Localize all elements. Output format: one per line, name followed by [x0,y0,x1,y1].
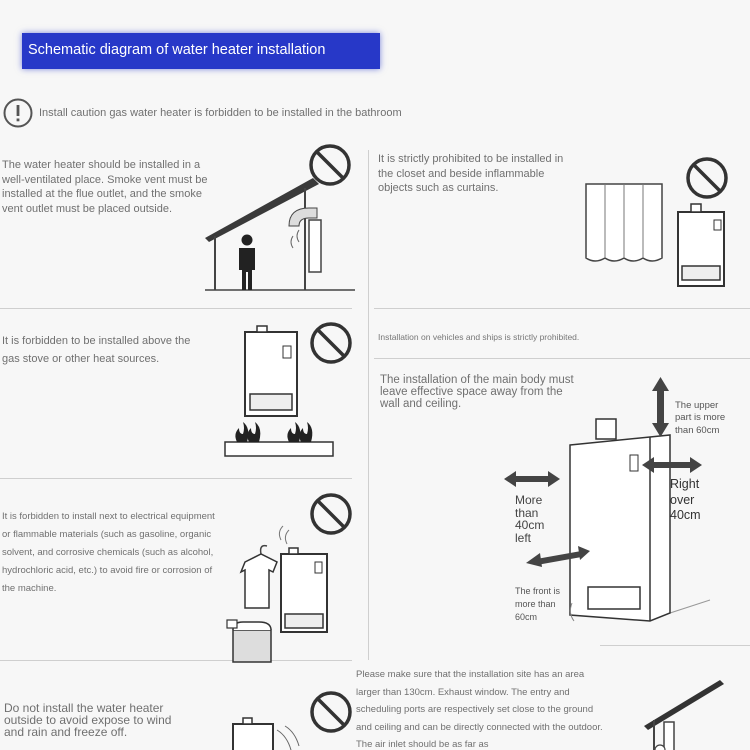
row-divider [374,358,750,359]
stove-text: It is forbidden to be installed above th… [2,335,191,366]
electrical-text: It is forbidden to install next to elect… [2,511,215,595]
exclamation-icon [3,98,33,128]
row-divider [0,308,352,309]
outdoor-text: Do not install the water heater outside … [4,701,172,739]
prohibited-icon [309,144,351,186]
prohibited-icon [686,157,728,199]
space-text: The installation of the main body must l… [380,374,574,411]
page-title: Schematic diagram of water heater instal… [22,33,380,69]
stove-illustration [224,322,352,457]
prohibited-icon [310,322,352,364]
clearance-right-label: Right over 40cm [670,477,701,523]
caution-text: Install caution gas water heater is forb… [39,107,402,119]
electrical-hazard-illustration [226,493,352,663]
caution-row: Install caution gas water heater is forb… [2,97,562,129]
column-divider [368,150,369,660]
outdoor-illustration [232,691,352,750]
clearance-upper-label: The upper part is more than 60cm [675,400,726,436]
clearance-left-label: More than 40cm left [515,493,545,545]
house-ventilation-illustration [205,144,355,291]
exhaust-illustration [644,680,724,750]
row-divider [0,660,352,661]
area-text: Please make sure that the installation s… [356,669,603,750]
row-divider [600,645,750,646]
row-divider [374,308,750,309]
prohibited-icon [310,493,352,535]
vehicles-text: Installation on vehicles and ships is st… [378,332,580,342]
clearance-front-label: The front is more than 60cm [515,586,561,623]
ventilation-text: The water heater should be installed in … [2,159,208,215]
row-divider [0,478,352,479]
closet-text: It is strictly prohibited to be installe… [378,153,564,195]
prohibited-icon [310,691,352,733]
curtain-illustration [585,157,728,287]
clearance-illustration [504,377,711,622]
